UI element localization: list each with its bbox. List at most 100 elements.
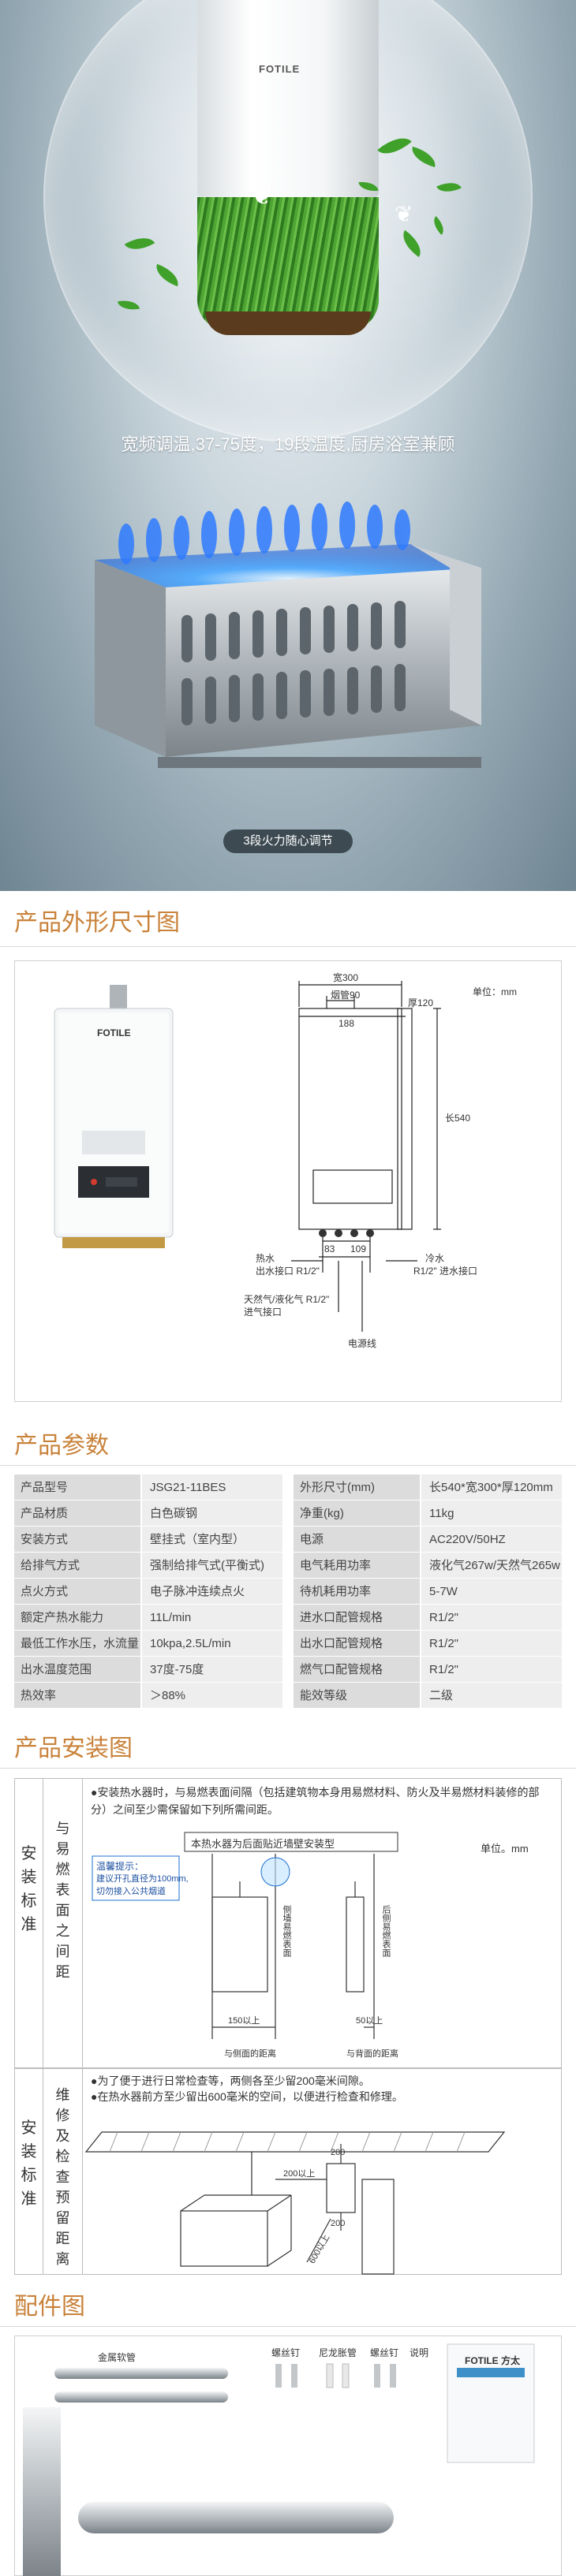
cold-inlet-label: 冷水 — [425, 1253, 445, 1264]
dim-83-label: 83 — [324, 1243, 335, 1254]
spec-value: R1/2" — [421, 1631, 562, 1656]
caption-left: 与侧面的距离 — [224, 2049, 276, 2059]
spec-key: 额定产热水能力 — [14, 1605, 140, 1630]
pipe-label: 烟管90 — [331, 990, 361, 1001]
spec-key: 电气耗用功率 — [294, 1553, 420, 1578]
spec-row: 安装方式壁挂式（室内型） — [14, 1527, 282, 1553]
spec-value: 10kpa,2.5L/min — [142, 1631, 282, 1656]
spec-row: 能效等级二级 — [294, 1683, 562, 1709]
dim-right-label: 50以上 — [356, 2016, 383, 2026]
spec-value: 11kg — [421, 1500, 562, 1526]
diagram-title: 本热水器为后面贴近墙壁安装型 — [191, 1838, 335, 1850]
dim-200-side: 200以上 — [283, 2169, 316, 2179]
spec-value: 电子脉冲连续点火 — [142, 1579, 282, 1604]
soil-image — [205, 311, 371, 335]
spec-key: 净重(kg) — [294, 1500, 420, 1526]
spec-key: 最低工作水压，水流量 — [14, 1631, 140, 1656]
spec-value: 液化气267w/天然气265w — [421, 1553, 562, 1578]
flame-adjust-tag: 3段火力随心调节 — [223, 829, 353, 853]
depth-188-label: 188 — [338, 1018, 355, 1029]
section-divider — [0, 1465, 576, 1466]
accessories-image: 金属软管 螺丝钉 尼龙胀管 螺丝钉 说明 FOTILE 方太 — [14, 2336, 562, 2576]
install-side-label: 安装标准 — [15, 1779, 43, 2067]
install-note-1: ●为了便于进行日常检查等，两侧各至少留200毫米间隙。 — [91, 2075, 370, 2087]
dimension-drawing: 单位：mm 宽300 烟管90 厚120 188 长540 83 109 热水 … — [14, 960, 562, 1402]
hero-banner: FOTILE ❦ ❦ 宽频调温,37-75度，19段温度,厨房浴室兼顾 — [0, 0, 576, 891]
manual-brand: FOTILE 方太 — [465, 2355, 520, 2366]
hero-caption: 宽频调温,37-75度，19段温度,厨房浴室兼顾 — [121, 434, 455, 454]
install-block-clearance: 安装标准 与易燃表面之间距 ●安装热水器时，与易燃表面间隔（包括建筑物本身用易燃… — [14, 1778, 562, 2068]
install-topic-label: 与易燃表面之间距 — [43, 1779, 83, 2067]
spec-row: 电气耗用功率液化气267w/天然气265w — [294, 1553, 562, 1579]
section-title-install: 产品安装图 — [14, 1735, 133, 1762]
spec-value: 二级 — [421, 1683, 562, 1708]
install-block-maintenance: 安装标准 维修及检查预留距离 ●为了便于进行日常检查等，两侧各至少留200毫米间… — [14, 2068, 562, 2275]
install-side-text: 安装标准 — [21, 2119, 37, 2208]
spec-key: 进水口配管规格 — [294, 1605, 420, 1630]
spec-row: 产品材质白色碳钢 — [14, 1500, 282, 1527]
install-topic-label: 维修及检查预留距离 — [43, 2069, 83, 2274]
accessories-drawing — [23, 2343, 535, 2576]
spec-row: 热效率＞88% — [14, 1683, 282, 1709]
install-note: ●安装热水器时，与易燃表面间隔（包括建筑物本身用易燃材料、防火及半易燃材料装修的… — [91, 1786, 540, 1816]
spec-value: 5-7W — [421, 1579, 562, 1604]
burner-image — [95, 501, 481, 768]
dim-left-label: 150以上 — [228, 2016, 260, 2026]
spec-value: ＞88% — [142, 1683, 282, 1708]
spec-value: 37度-75度 — [142, 1657, 282, 1682]
install-topic-text: 与易燃表面之间距 — [55, 1821, 70, 1980]
dim-200-bottom: 200 — [331, 2219, 346, 2228]
heater-brand-logo: FOTILE — [259, 63, 301, 75]
spec-value: JSG21-11BES — [142, 1474, 282, 1500]
dim-200-top: 200 — [331, 2148, 346, 2157]
manual-label: 说明 — [410, 2347, 429, 2358]
unit-label: 单位：mm — [473, 986, 517, 997]
dim-109-label: 109 — [350, 1243, 367, 1254]
install-side-text: 安装标准 — [21, 1845, 37, 1933]
section-divider — [0, 1768, 576, 1769]
spec-key: 产品材质 — [14, 1500, 140, 1526]
spec-value: 11L/min — [142, 1605, 282, 1630]
section-divider — [0, 2326, 576, 2327]
spec-key: 点火方式 — [14, 1579, 140, 1604]
spec-value: 白色碳钢 — [142, 1500, 282, 1526]
tip-body: 建议开孔直径为100mm, — [96, 1874, 189, 1884]
section-title-dimensions: 产品外形尺寸图 — [14, 909, 180, 937]
install-topic-text: 维修及检查预留距离 — [55, 2087, 70, 2267]
spec-row: 外形尺寸(mm)长540*宽300*厚120mm — [294, 1474, 562, 1500]
spec-key: 燃气口配管规格 — [294, 1657, 420, 1682]
height-label: 长540 — [445, 1113, 471, 1124]
spec-value: 长540*宽300*厚120mm — [421, 1474, 562, 1500]
grass-image — [197, 197, 379, 331]
spec-key: 产品型号 — [14, 1474, 140, 1500]
spec-key: 能效等级 — [294, 1683, 420, 1708]
thickness-label: 厚120 — [408, 997, 434, 1008]
install-note-2: ●在热水器前方至少留出600毫米的空间，以便进行检查和修理。 — [91, 2090, 403, 2103]
section-title-specs: 产品参数 — [14, 1432, 109, 1459]
left-wall-label: 侧墙易燃表面 — [282, 1905, 291, 1957]
screw-label-2: 螺丝钉 — [370, 2347, 399, 2358]
right-wall-label: 后侧易燃表面 — [381, 1905, 391, 1957]
caption-right: 与背面的距离 — [346, 2049, 398, 2059]
spec-key: 出水温度范围 — [14, 1657, 140, 1682]
gas-inlet-label-2: 进气接口 — [244, 1307, 282, 1318]
clearance-diagram — [92, 1832, 398, 2039]
product-brand-logo: FOTILE — [97, 1027, 131, 1038]
section-title-accessories: 配件图 — [14, 2293, 85, 2321]
spec-key: 电源 — [294, 1527, 420, 1552]
spec-value: 强制给排气式(平衡式) — [142, 1553, 282, 1578]
spec-key: 热效率 — [14, 1683, 140, 1708]
width-label: 宽300 — [333, 972, 359, 983]
spec-key: 出水口配管规格 — [294, 1631, 420, 1656]
spec-row: 点火方式电子脉冲连续点火 — [14, 1579, 282, 1605]
install-side-label: 安装标准 — [15, 2069, 43, 2274]
